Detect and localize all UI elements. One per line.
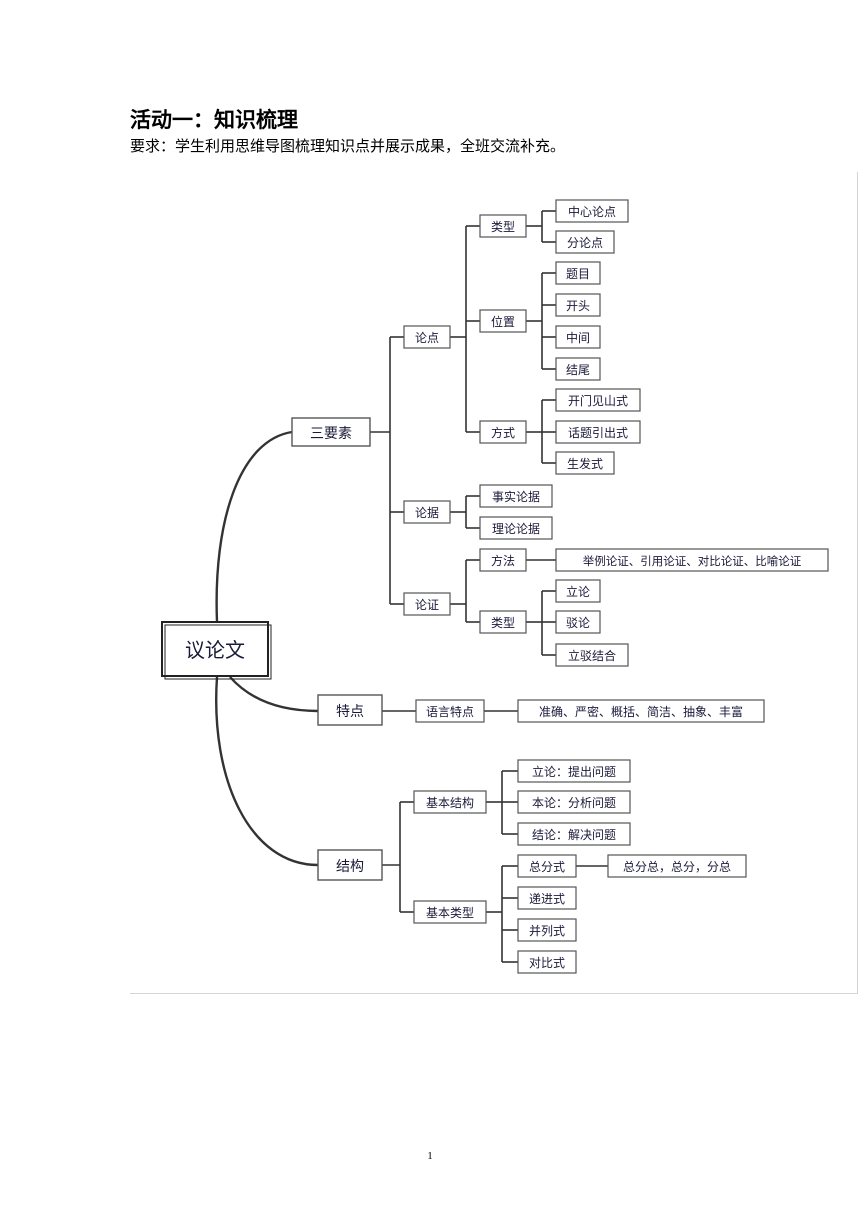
svg-text:中间: 中间	[566, 330, 590, 345]
node-lunzheng: 论证	[403, 592, 451, 616]
node-zhongjian: 中间	[555, 325, 601, 349]
svg-text:事实论据: 事实论据	[492, 489, 540, 504]
svg-text:生发式: 生发式	[567, 456, 603, 471]
node-jg2: 本论：分析问题	[517, 790, 631, 814]
node-huati: 话题引出式	[555, 420, 641, 444]
node-tedian: 特点	[317, 694, 383, 726]
mindmap-frame	[130, 172, 858, 994]
node-shengfa: 生发式	[555, 451, 615, 475]
node-zhongxin: 中心论点	[555, 199, 629, 223]
svg-text:三要素: 三要素	[310, 426, 352, 442]
node-lilun: 理论论据	[479, 516, 553, 540]
node-yuyan-list: 准确、严密、概括、简洁、抽象、丰富	[517, 699, 765, 723]
page-title: 活动一：知识梳理	[130, 107, 298, 132]
node-zongfen: 总分式	[517, 854, 577, 878]
svg-text:类型: 类型	[491, 220, 515, 234]
svg-text:基本结构: 基本结构	[426, 795, 474, 810]
node-dijin: 递进式	[517, 886, 577, 910]
svg-text:话题引出式: 话题引出式	[568, 426, 628, 440]
svg-text:语言特点: 语言特点	[426, 704, 474, 719]
svg-text:结构: 结构	[336, 859, 364, 875]
node-fangshi: 方式	[479, 420, 527, 444]
node-jiben-leixing: 基本类型	[413, 900, 487, 924]
svg-text:开门见山式: 开门见山式	[568, 393, 628, 408]
svg-text:总分式: 总分式	[529, 860, 565, 874]
node-lilun2: 立论	[555, 579, 601, 603]
node-jiben-jiegou: 基本结构	[413, 790, 487, 814]
svg-text:结论：解决问题: 结论：解决问题	[532, 828, 616, 842]
node-jiewei: 结尾	[555, 357, 601, 381]
node-sanyaosu: 三要素	[291, 417, 371, 447]
svg-text:方式: 方式	[491, 425, 515, 440]
node-lunju: 论据	[403, 500, 451, 524]
page-number: 1	[427, 1150, 433, 1162]
svg-text:理论论据: 理论论据	[492, 522, 540, 536]
svg-text:位置: 位置	[491, 314, 515, 329]
svg-text:论点: 论点	[415, 331, 439, 345]
svg-text:准确、严密、概括、简洁、抽象、丰富: 准确、严密、概括、简洁、抽象、丰富	[539, 704, 743, 719]
svg-text:立论: 立论	[566, 584, 590, 599]
svg-text:递进式: 递进式	[529, 892, 565, 906]
root-node: 议论文	[161, 621, 272, 680]
svg-text:论据: 论据	[415, 506, 439, 520]
root-label: 议论文	[185, 638, 245, 662]
node-kaimen: 开门见山式	[555, 388, 641, 412]
node-binglie: 并列式	[517, 918, 577, 942]
node-libo: 立驳结合	[555, 643, 629, 667]
svg-text:基本类型: 基本类型	[426, 906, 474, 920]
svg-text:总分总，总分，分总: 总分总，总分，分总	[623, 860, 731, 874]
requirement-text: 要求：学生利用思维导图梳理知识点并展示成果，全班交流补充。	[130, 137, 566, 155]
svg-text:对比式: 对比式	[529, 956, 565, 970]
node-lunzheng-leixing: 类型	[479, 610, 527, 634]
node-lundian: 论点	[403, 325, 451, 349]
node-timu: 题目	[555, 261, 601, 285]
node-lundian-leixing: 类型	[479, 214, 527, 238]
svg-text:驳论: 驳论	[566, 616, 590, 630]
node-jg3: 结论：解决问题	[517, 822, 631, 846]
node-jg1: 立论：提出问题	[517, 759, 631, 783]
svg-text:特点: 特点	[336, 704, 364, 720]
svg-text:并列式: 并列式	[529, 924, 565, 938]
svg-text:论证: 论证	[415, 598, 439, 612]
node-bolun: 驳论	[555, 610, 601, 634]
node-zongfen-desc: 总分总，总分，分总	[607, 854, 747, 878]
node-fen: 分论点	[555, 230, 615, 254]
node-fangfa-list: 举例论证、引用论证、对比论证、比喻论证	[555, 548, 829, 572]
node-weizhi: 位置	[479, 309, 527, 333]
node-fangfa: 方法	[479, 548, 527, 572]
node-kaitou: 开头	[555, 293, 601, 317]
svg-text:结尾: 结尾	[566, 363, 590, 377]
svg-text:开头: 开头	[566, 299, 590, 313]
svg-text:立论：提出问题: 立论：提出问题	[532, 764, 616, 779]
svg-text:举例论证、引用论证、对比论证、比喻论证: 举例论证、引用论证、对比论证、比喻论证	[583, 554, 802, 568]
node-shishi: 事实论据	[479, 484, 553, 508]
svg-text:题目: 题目	[566, 267, 590, 281]
mindmap-connectors	[215, 210, 608, 963]
svg-text:立驳结合: 立驳结合	[568, 648, 616, 663]
svg-text:本论：分析问题: 本论：分析问题	[532, 796, 616, 810]
svg-text:方法: 方法	[491, 553, 515, 568]
svg-text:分论点: 分论点	[567, 236, 603, 250]
svg-text:类型: 类型	[491, 616, 515, 630]
svg-text:中心论点: 中心论点	[568, 204, 616, 219]
node-jiegou: 结构	[317, 849, 383, 881]
node-yuyan: 语言特点	[415, 699, 485, 723]
node-duibi: 对比式	[517, 950, 577, 974]
